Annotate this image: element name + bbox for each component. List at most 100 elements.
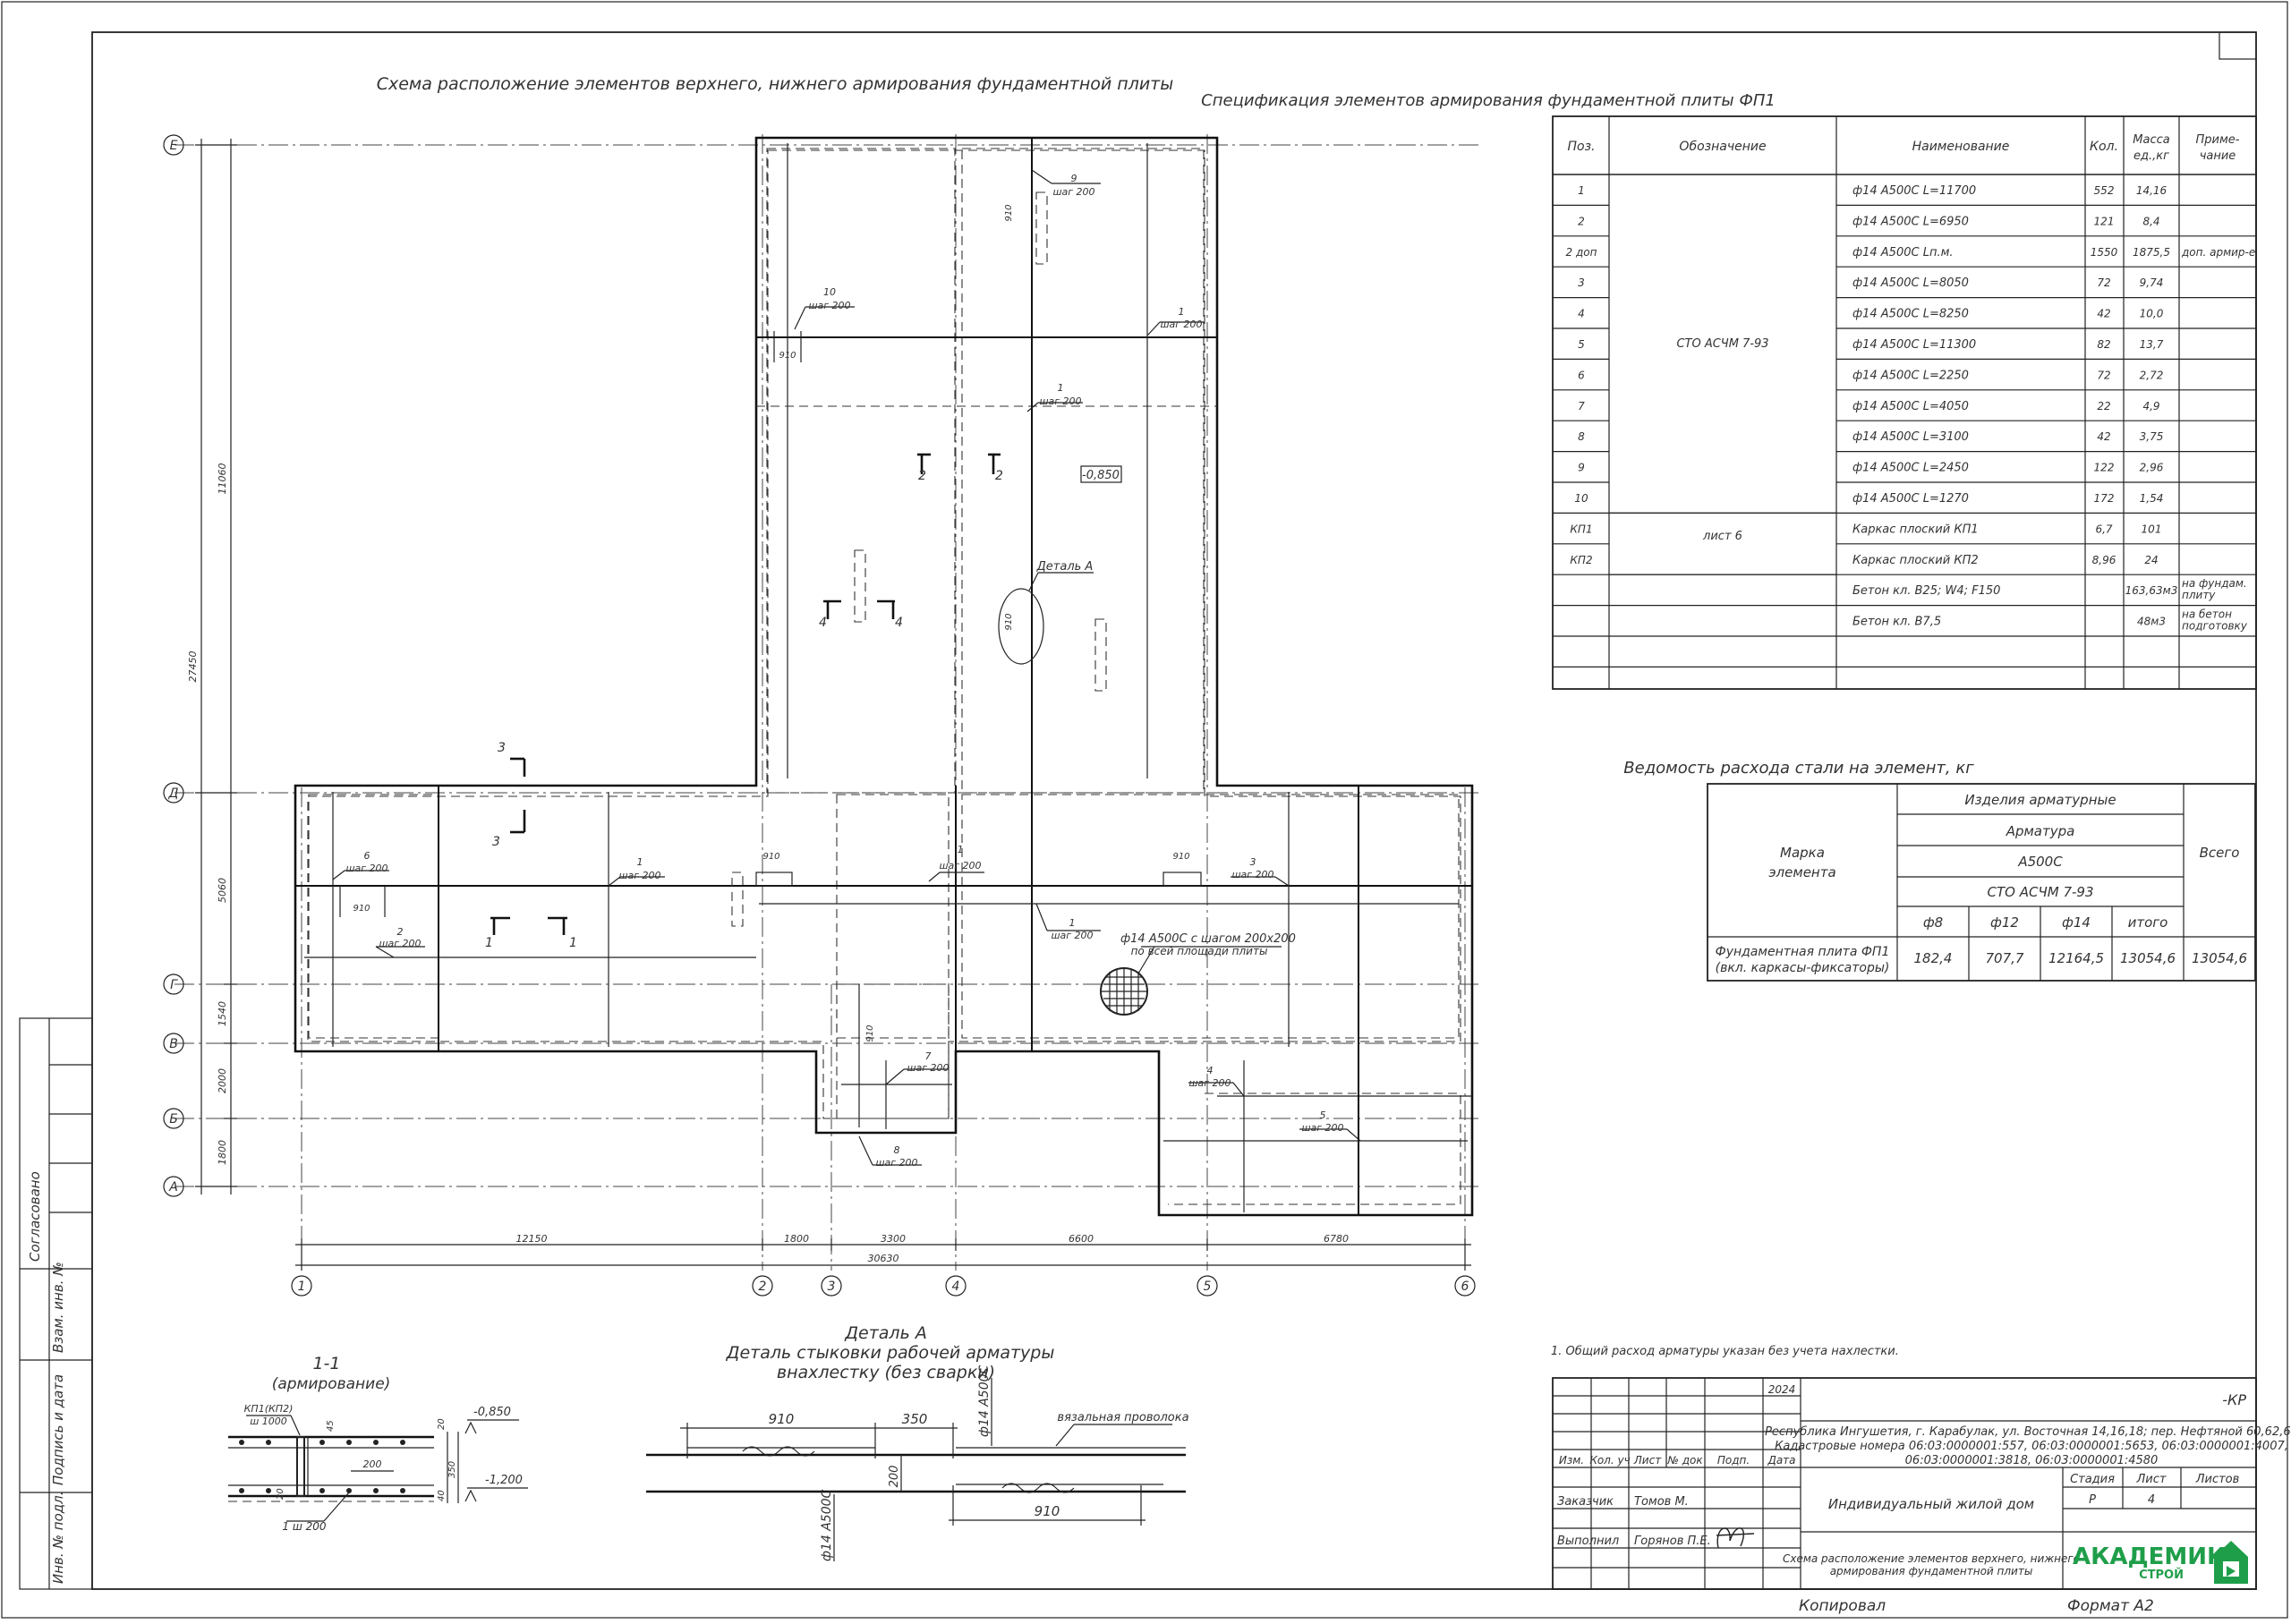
svg-text:Марка: Марка — [1780, 845, 1825, 861]
left-dimensions: 11060 27450 5060 1540 2000 1800 — [187, 139, 237, 1195]
svg-text:1800: 1800 — [217, 1140, 228, 1165]
svg-text:по всей площади плиты: по всей площади плиты — [1131, 945, 1268, 957]
svg-text:910: 910 — [1035, 1503, 1060, 1519]
svg-text:1: 1 — [1179, 306, 1185, 318]
svg-text:1: 1 — [1058, 382, 1064, 394]
spec-cell-pos: 8 — [1578, 430, 1585, 443]
svg-text:Изделия арматурные: Изделия арматурные — [1964, 792, 2116, 808]
svg-text:Выполнил: Выполнил — [1557, 1535, 1619, 1548]
spec-cell-name: ф14 А500С L=11700 — [1852, 184, 1976, 198]
spec-cell-qty: 82 — [2097, 338, 2110, 351]
svg-text:-0,850: -0,850 — [473, 1406, 511, 1419]
svg-text:3: 3 — [498, 741, 506, 755]
svg-text:4: 4 — [952, 1280, 960, 1294]
spec-cell-qty: 552 — [2094, 184, 2115, 197]
spec-cell-mass: 13,7 — [2140, 338, 2164, 351]
strip-inv-orig: Инв. № подл. — [50, 1492, 66, 1584]
level-box — [1080, 465, 1122, 483]
svg-text:-КР: -КР — [2222, 1391, 2246, 1408]
spec-cell-qty: 8,96 — [2092, 554, 2116, 566]
svg-text:шаг 200: шаг 200 — [1160, 319, 1202, 330]
svg-text:Д: Д — [168, 786, 179, 801]
svg-text:1-1: 1-1 — [312, 1354, 340, 1373]
svg-text:Приме-: Приме- — [2196, 133, 2240, 147]
svg-text:3: 3 — [828, 1280, 836, 1294]
svg-text:5: 5 — [1204, 1280, 1212, 1294]
general-note: 1. Общий расход арматуры указан без учет… — [1551, 1345, 1899, 1358]
detail-a: Деталь А Деталь стыковки рабочей арматур… — [646, 1323, 1189, 1561]
svg-text:чание: чание — [2200, 149, 2236, 163]
spec-group-1: СТО АСЧМ 7-93 — [1676, 337, 1768, 351]
mesh-symbol: ф14 А500С с шагом 200х200 по всей площад… — [1100, 932, 1296, 1016]
svg-text:4: 4 — [895, 616, 903, 630]
svg-text:12150: 12150 — [516, 1233, 548, 1245]
spec-cell-pos: 9 — [1578, 462, 1585, 474]
svg-text:ф14 А500С с шагом 200х200: ф14 А500С с шагом 200х200 — [1120, 932, 1296, 946]
svg-text:шаг 200: шаг 200 — [1051, 930, 1093, 941]
spec-cell-qty: 22 — [2097, 400, 2110, 412]
spec-cell-name: Бетон кл. В25; W4; F150 — [1852, 584, 2000, 598]
svg-text:Кол. уч: Кол. уч — [1589, 1454, 1630, 1467]
svg-text:Обозначение: Обозначение — [1679, 140, 1766, 154]
spec-cell-mass: 8,4 — [2142, 215, 2159, 227]
svg-text:6: 6 — [1461, 1280, 1469, 1294]
svg-text:А: А — [168, 1180, 178, 1195]
inner-frame — [91, 31, 2257, 1590]
axis-numbers: 1 2 3 4 5 6 — [291, 1275, 1476, 1297]
svg-text:Р: Р — [2089, 1493, 2096, 1507]
signature — [1716, 1527, 1755, 1549]
spec-cell-pos: 10 — [1574, 492, 1588, 505]
svg-text:2: 2 — [397, 926, 404, 938]
svg-text:1: 1 — [569, 936, 577, 950]
svg-text:ф12: ф12 — [1990, 914, 2019, 931]
strip-agreed: Согласовано — [27, 1171, 43, 1262]
svg-text:1800: 1800 — [784, 1233, 809, 1245]
svg-text:шаг 200: шаг 200 — [939, 860, 981, 872]
strip-replace-inv: Взам. инв. № — [50, 1262, 66, 1353]
spec-cell-name: Бетон кл. В7,5 — [1852, 616, 1941, 629]
svg-text:1: 1 — [485, 936, 493, 950]
spec-cell-mass: 1,54 — [2140, 492, 2164, 505]
strip-sign-date: Подпись и дата — [50, 1374, 66, 1485]
svg-text:шаг 200: шаг 200 — [1231, 869, 1273, 880]
svg-text:Лист: Лист — [2136, 1473, 2167, 1486]
format-label: Формат А2 — [2067, 1597, 2154, 1615]
svg-text:-1,200: -1,200 — [485, 1474, 523, 1487]
spec-cell-pos: 2 — [1578, 215, 1585, 227]
svg-text:Арматура: Арматура — [2006, 823, 2075, 839]
spec-cell-pos: 1 — [1578, 184, 1585, 197]
spec-cell-name: Каркас плоский КП1 — [1852, 523, 1979, 536]
svg-text:Изм.: Изм. — [1559, 1454, 1584, 1467]
svg-text:20: 20 — [437, 1418, 447, 1430]
svg-text:шаг 200: шаг 200 — [1301, 1122, 1343, 1134]
spec-cell-pos: 6 — [1578, 369, 1585, 381]
spec-cell-qty: 121 — [2094, 215, 2115, 227]
spec-cell-name: ф14 А500С L=2250 — [1852, 369, 1969, 382]
spec-cell-name: ф14 А500С L=11300 — [1852, 338, 1976, 352]
svg-text:Индивидуальный жилой дом: Индивидуальный жилой дом — [1828, 1496, 2034, 1512]
spec-cell-qty: 122 — [2094, 462, 2115, 474]
bottom-dimensions: 12150 1800 3300 6600 6780 30630 — [295, 1233, 1471, 1271]
spec-cell-name: ф14 А500С L=8250 — [1852, 308, 1969, 321]
spec-cell-pos: 5 — [1578, 338, 1585, 351]
svg-text:вязальная проволока: вязальная проволока — [1057, 1411, 1188, 1424]
spec-cell-name: ф14 А500С L=1270 — [1852, 492, 1969, 506]
spec-cell-pos: 2 доп — [1566, 246, 1597, 259]
svg-text:6: 6 — [364, 850, 370, 862]
svg-text:Поз.: Поз. — [1568, 140, 1596, 154]
svg-text:Кол.: Кол. — [2090, 140, 2118, 154]
svg-text:200: 200 — [363, 1458, 382, 1470]
spec-cell-mass: 14,16 — [2136, 184, 2168, 197]
svg-text:СТО АСЧМ 7-93: СТО АСЧМ 7-93 — [1988, 884, 2094, 900]
svg-text:шаг 200: шаг 200 — [875, 1157, 917, 1169]
svg-text:шаг 200: шаг 200 — [907, 1062, 949, 1074]
svg-text:910: 910 — [769, 1411, 795, 1427]
svg-text:ф14 А500С: ф14 А500С — [977, 1365, 992, 1437]
spec-cell-mass: 101 — [2142, 523, 2162, 535]
svg-text:2: 2 — [995, 469, 1003, 483]
svg-text:ф14: ф14 — [2062, 914, 2091, 931]
spec-cell-note: подготовку — [2182, 620, 2248, 633]
spec-cell-mass: 4,9 — [2142, 400, 2159, 412]
svg-text:шаг 200: шаг 200 — [345, 863, 388, 874]
svg-text:шаг 200: шаг 200 — [1052, 186, 1094, 198]
